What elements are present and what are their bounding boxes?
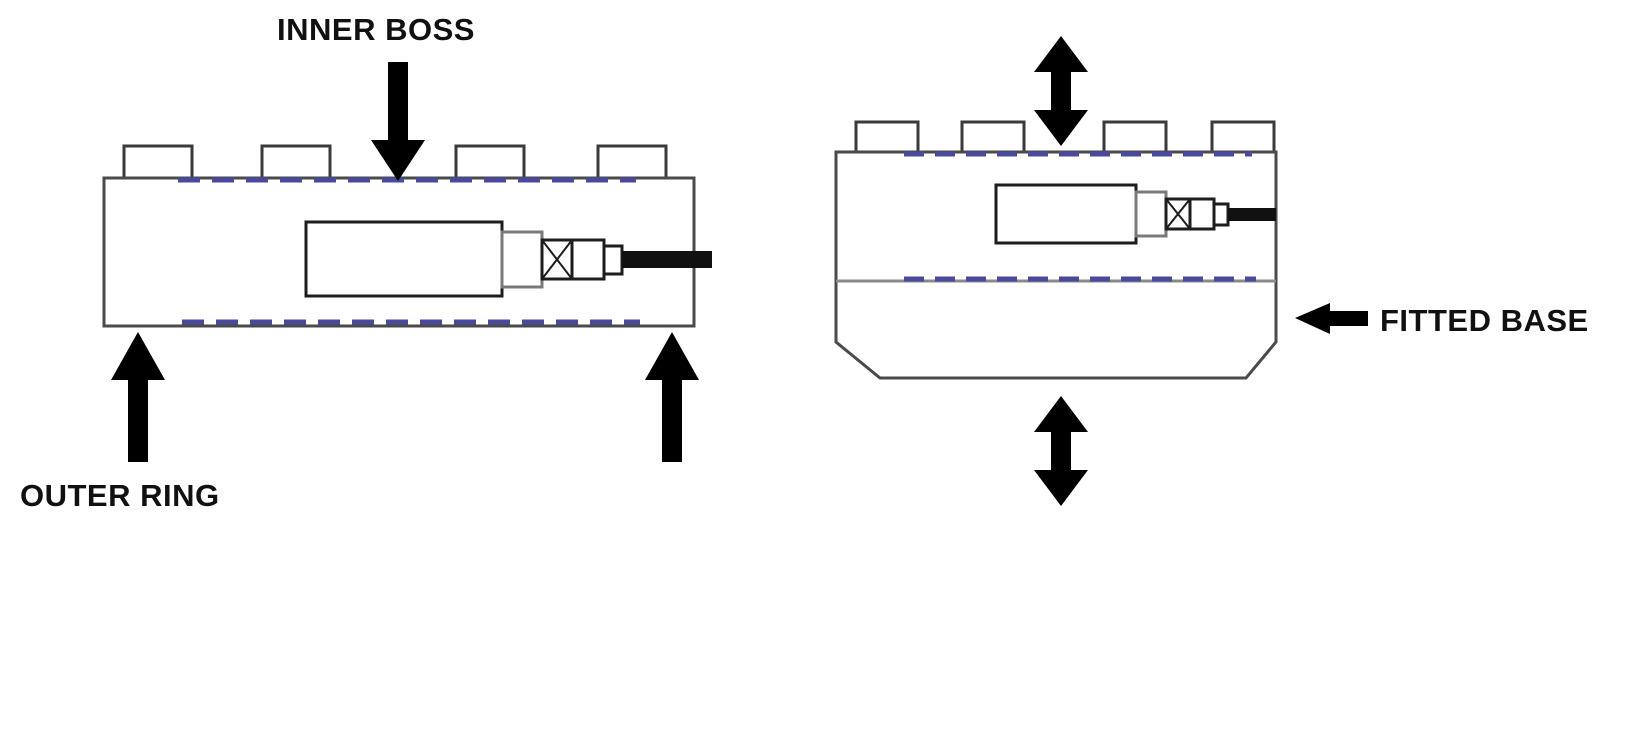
left-view-group: INNER BOSS OUTER RING: [20, 12, 712, 513]
fitted-base-label: FITTED BASE: [1380, 303, 1589, 338]
connector-nut: [1212, 202, 1230, 227]
bottom-double-arrow: [1034, 396, 1088, 506]
boss-tab: [960, 120, 1026, 155]
cable: [1228, 208, 1276, 221]
boss-tab: [596, 144, 668, 181]
left-boss-group: [122, 144, 668, 181]
right-view-group: FITTED BASE: [834, 36, 1589, 506]
outer-ring-label: OUTER RING: [20, 478, 220, 513]
sensor-body: [994, 183, 1138, 245]
fitted-base-pointer-arrow: [1295, 303, 1368, 334]
sensor-collar: [1134, 190, 1168, 238]
boss-tab: [1102, 120, 1168, 155]
cable: [622, 251, 712, 268]
boss-tab: [122, 144, 194, 181]
crossed-element: [1164, 197, 1192, 231]
top-double-arrow: [1034, 36, 1088, 146]
connector-nut: [602, 244, 624, 276]
boss-tab: [454, 144, 526, 181]
internal-load-sensor: [994, 183, 1276, 245]
inner-boss-arrow: [371, 62, 425, 181]
connector-block: [570, 238, 606, 281]
connector-block: [1188, 197, 1216, 231]
crossed-element: [540, 238, 574, 281]
outer-ring-arrow-right: [645, 332, 699, 462]
boss-tab: [260, 144, 332, 181]
sensor-body: [304, 220, 504, 298]
inner-boss-label: INNER BOSS: [277, 12, 475, 47]
internal-load-sensor: [304, 220, 712, 298]
boss-tab: [854, 120, 920, 155]
outer-ring-arrow-left: [111, 332, 165, 462]
right-boss-group: [854, 120, 1276, 155]
boss-tab: [1210, 120, 1276, 155]
sensor-collar: [500, 230, 544, 289]
